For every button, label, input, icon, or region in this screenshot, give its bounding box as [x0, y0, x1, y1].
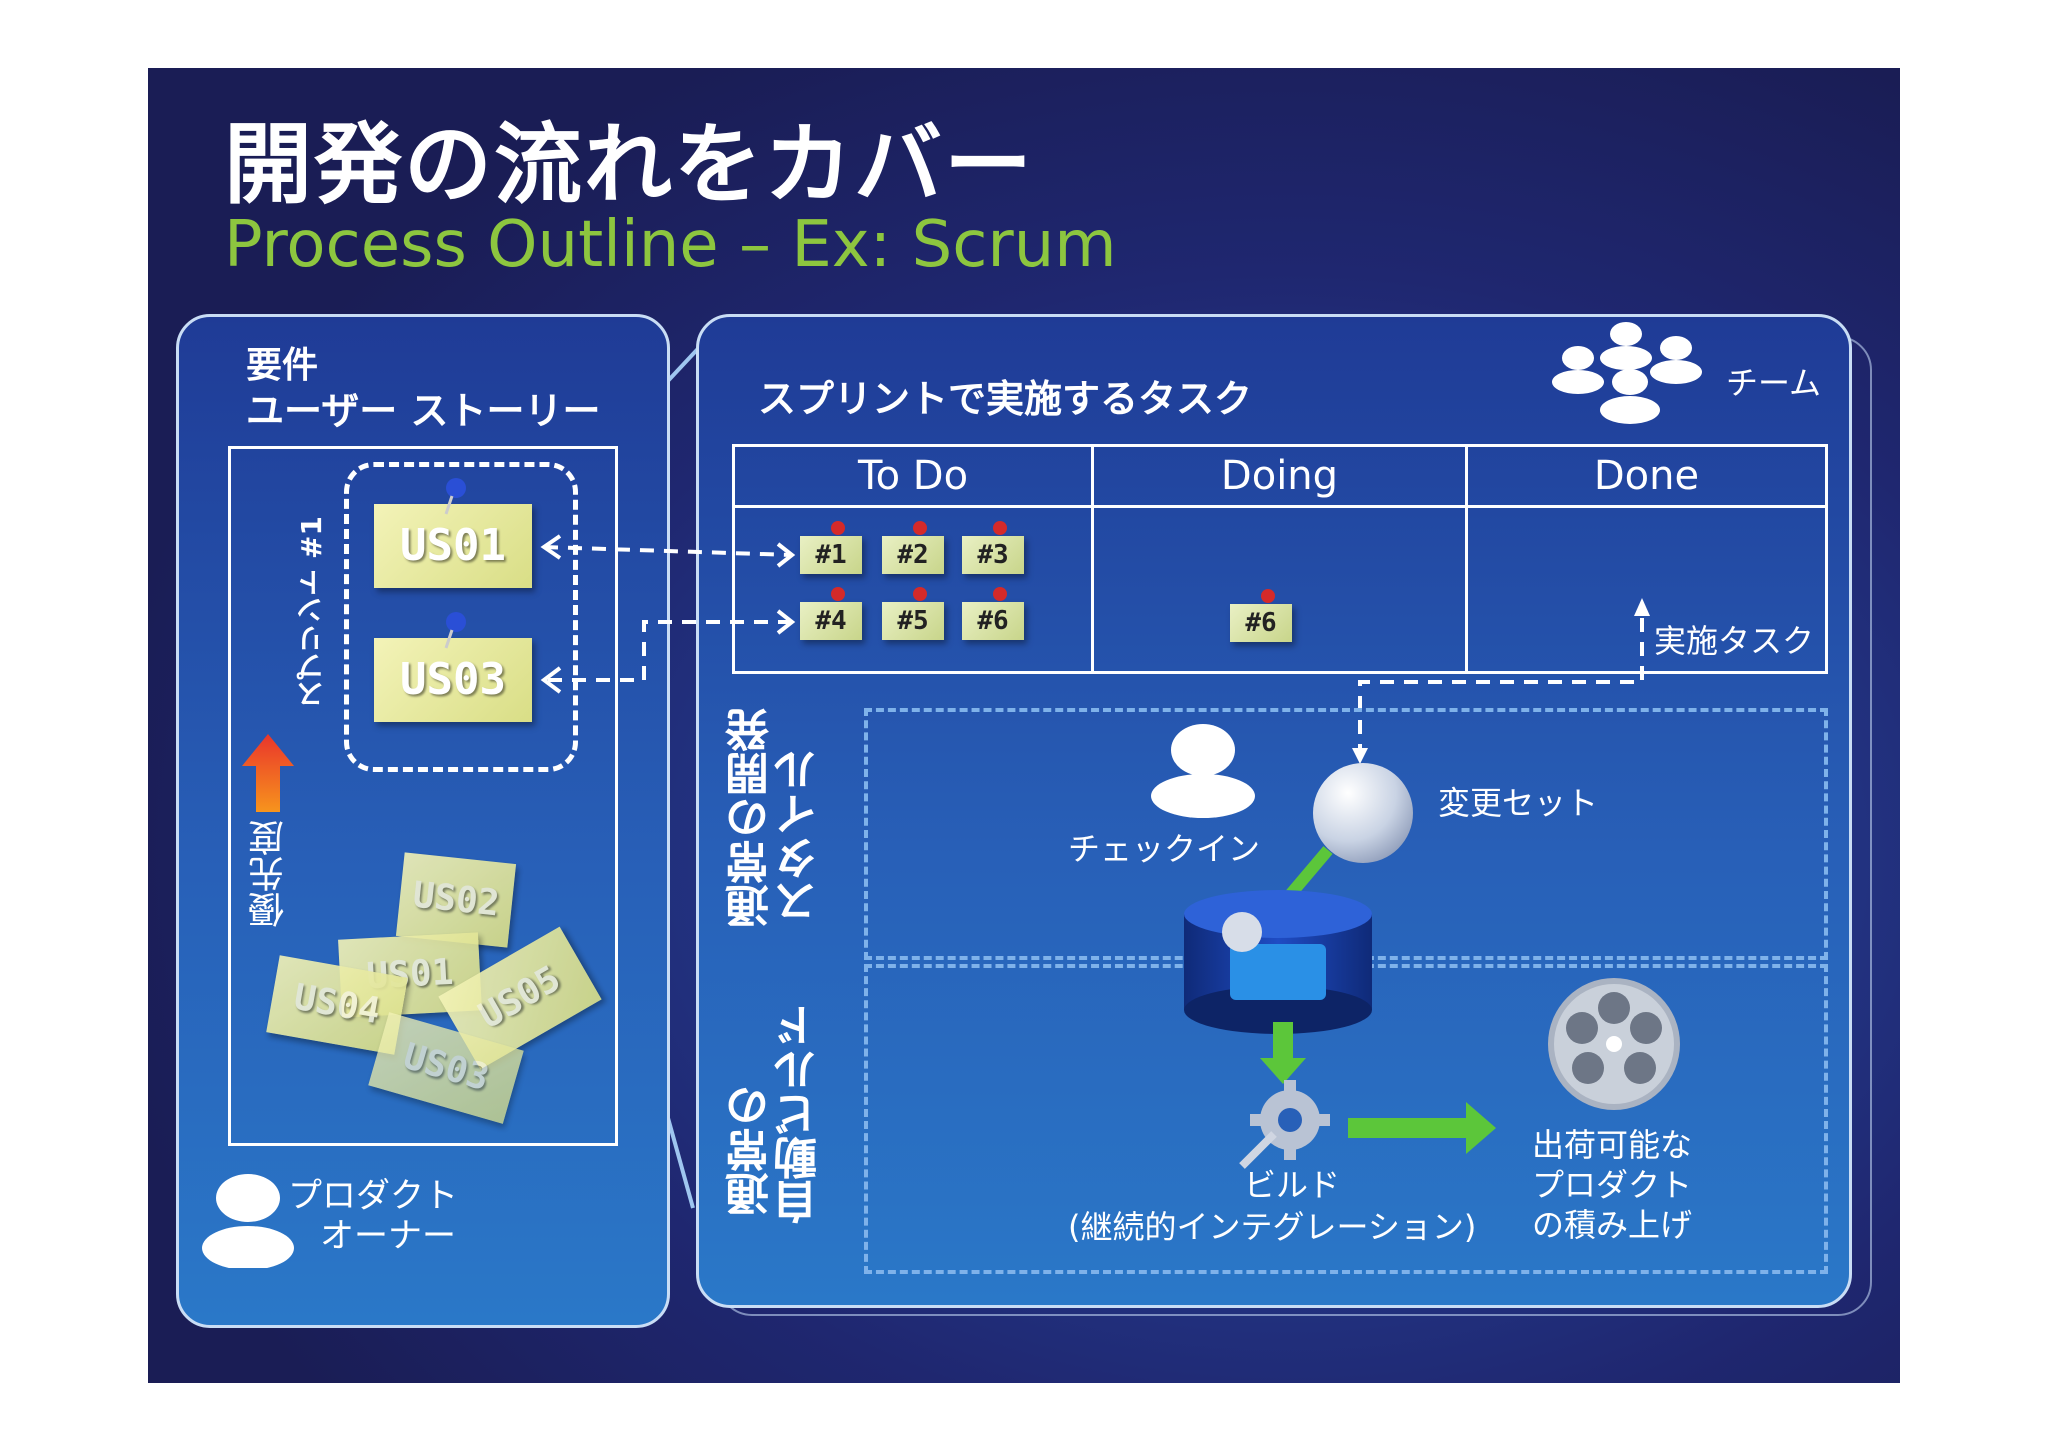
- task-note-doing-6[interactable]: #6: [1230, 604, 1292, 642]
- changeset-sphere-icon: [1313, 763, 1413, 863]
- backlog-box: [228, 446, 618, 1146]
- pushpin-icon: [444, 612, 466, 649]
- product-label-2: プロダクト: [1532, 1166, 1693, 1204]
- auto-build-label-2: 自動ビルド: [774, 1004, 825, 1224]
- task-note-3[interactable]: #3: [962, 536, 1024, 574]
- requirements-heading: 要件: [246, 345, 319, 386]
- changeset-label: 変更セット: [1438, 784, 1599, 822]
- dev-style-label-2: スタイル: [774, 748, 825, 924]
- ship-arrow-icon: [1348, 1102, 1496, 1154]
- team-label: チーム: [1726, 364, 1822, 402]
- task-note-2[interactable]: #2: [882, 536, 944, 574]
- product-label-1: 出荷可能な: [1532, 1126, 1693, 1164]
- requirements-panel: [176, 314, 670, 1328]
- slide-subtitle: Process Outline – Ex: Scrum: [224, 208, 1117, 282]
- team-icon: [1552, 322, 1702, 424]
- slide: 開発の流れをカバー Process Outline – Ex: Scrum 要件…: [148, 68, 1900, 1383]
- task-note-6[interactable]: #6: [962, 602, 1024, 640]
- column-doing: Doing: [1220, 453, 1339, 499]
- flow-arrows: [540, 534, 1650, 764]
- task-note-5[interactable]: #5: [882, 602, 944, 640]
- user-story-heading: ユーザー ストーリー: [246, 389, 601, 433]
- column-todo: To Do: [857, 453, 969, 499]
- product-reel-icon: [1548, 978, 1680, 1110]
- product-owner-label-2: オーナー: [320, 1216, 456, 1256]
- task-board: To Do Doing Done: [732, 444, 1828, 674]
- checkin-label: チェックイン: [1068, 830, 1261, 868]
- build-down-arrow-icon: [1260, 1022, 1306, 1084]
- priority-arrow-icon: [242, 734, 294, 812]
- pushpin-icon: [444, 478, 466, 515]
- story-note-us03[interactable]: US03: [374, 638, 532, 722]
- sprint-1-box: [344, 462, 578, 772]
- column-done: Done: [1593, 453, 1700, 499]
- build-label-1: ビルド: [1244, 1166, 1341, 1204]
- developer-icon: [1151, 724, 1255, 818]
- repository-icon: [1184, 890, 1372, 1034]
- story-note-us01[interactable]: US01: [374, 504, 532, 588]
- slide-title: 開発の流れをカバー: [224, 113, 1035, 216]
- build-gear-icon: [1239, 1080, 1330, 1169]
- task-note-4[interactable]: #4: [800, 602, 862, 640]
- product-owner-icon: [202, 1174, 294, 1268]
- product-owner-label-1: プロダクト: [288, 1176, 458, 1216]
- task-pins: [831, 521, 1275, 603]
- product-label-3: の積み上げ: [1532, 1206, 1693, 1244]
- sprint-tasks-heading: スプリントで実施するタスク: [758, 377, 1253, 421]
- build-label-2: (継続的インテグレーション): [1068, 1208, 1477, 1246]
- completed-task-label: 実施タスク: [1654, 622, 1815, 660]
- task-note-1[interactable]: #1: [800, 536, 862, 574]
